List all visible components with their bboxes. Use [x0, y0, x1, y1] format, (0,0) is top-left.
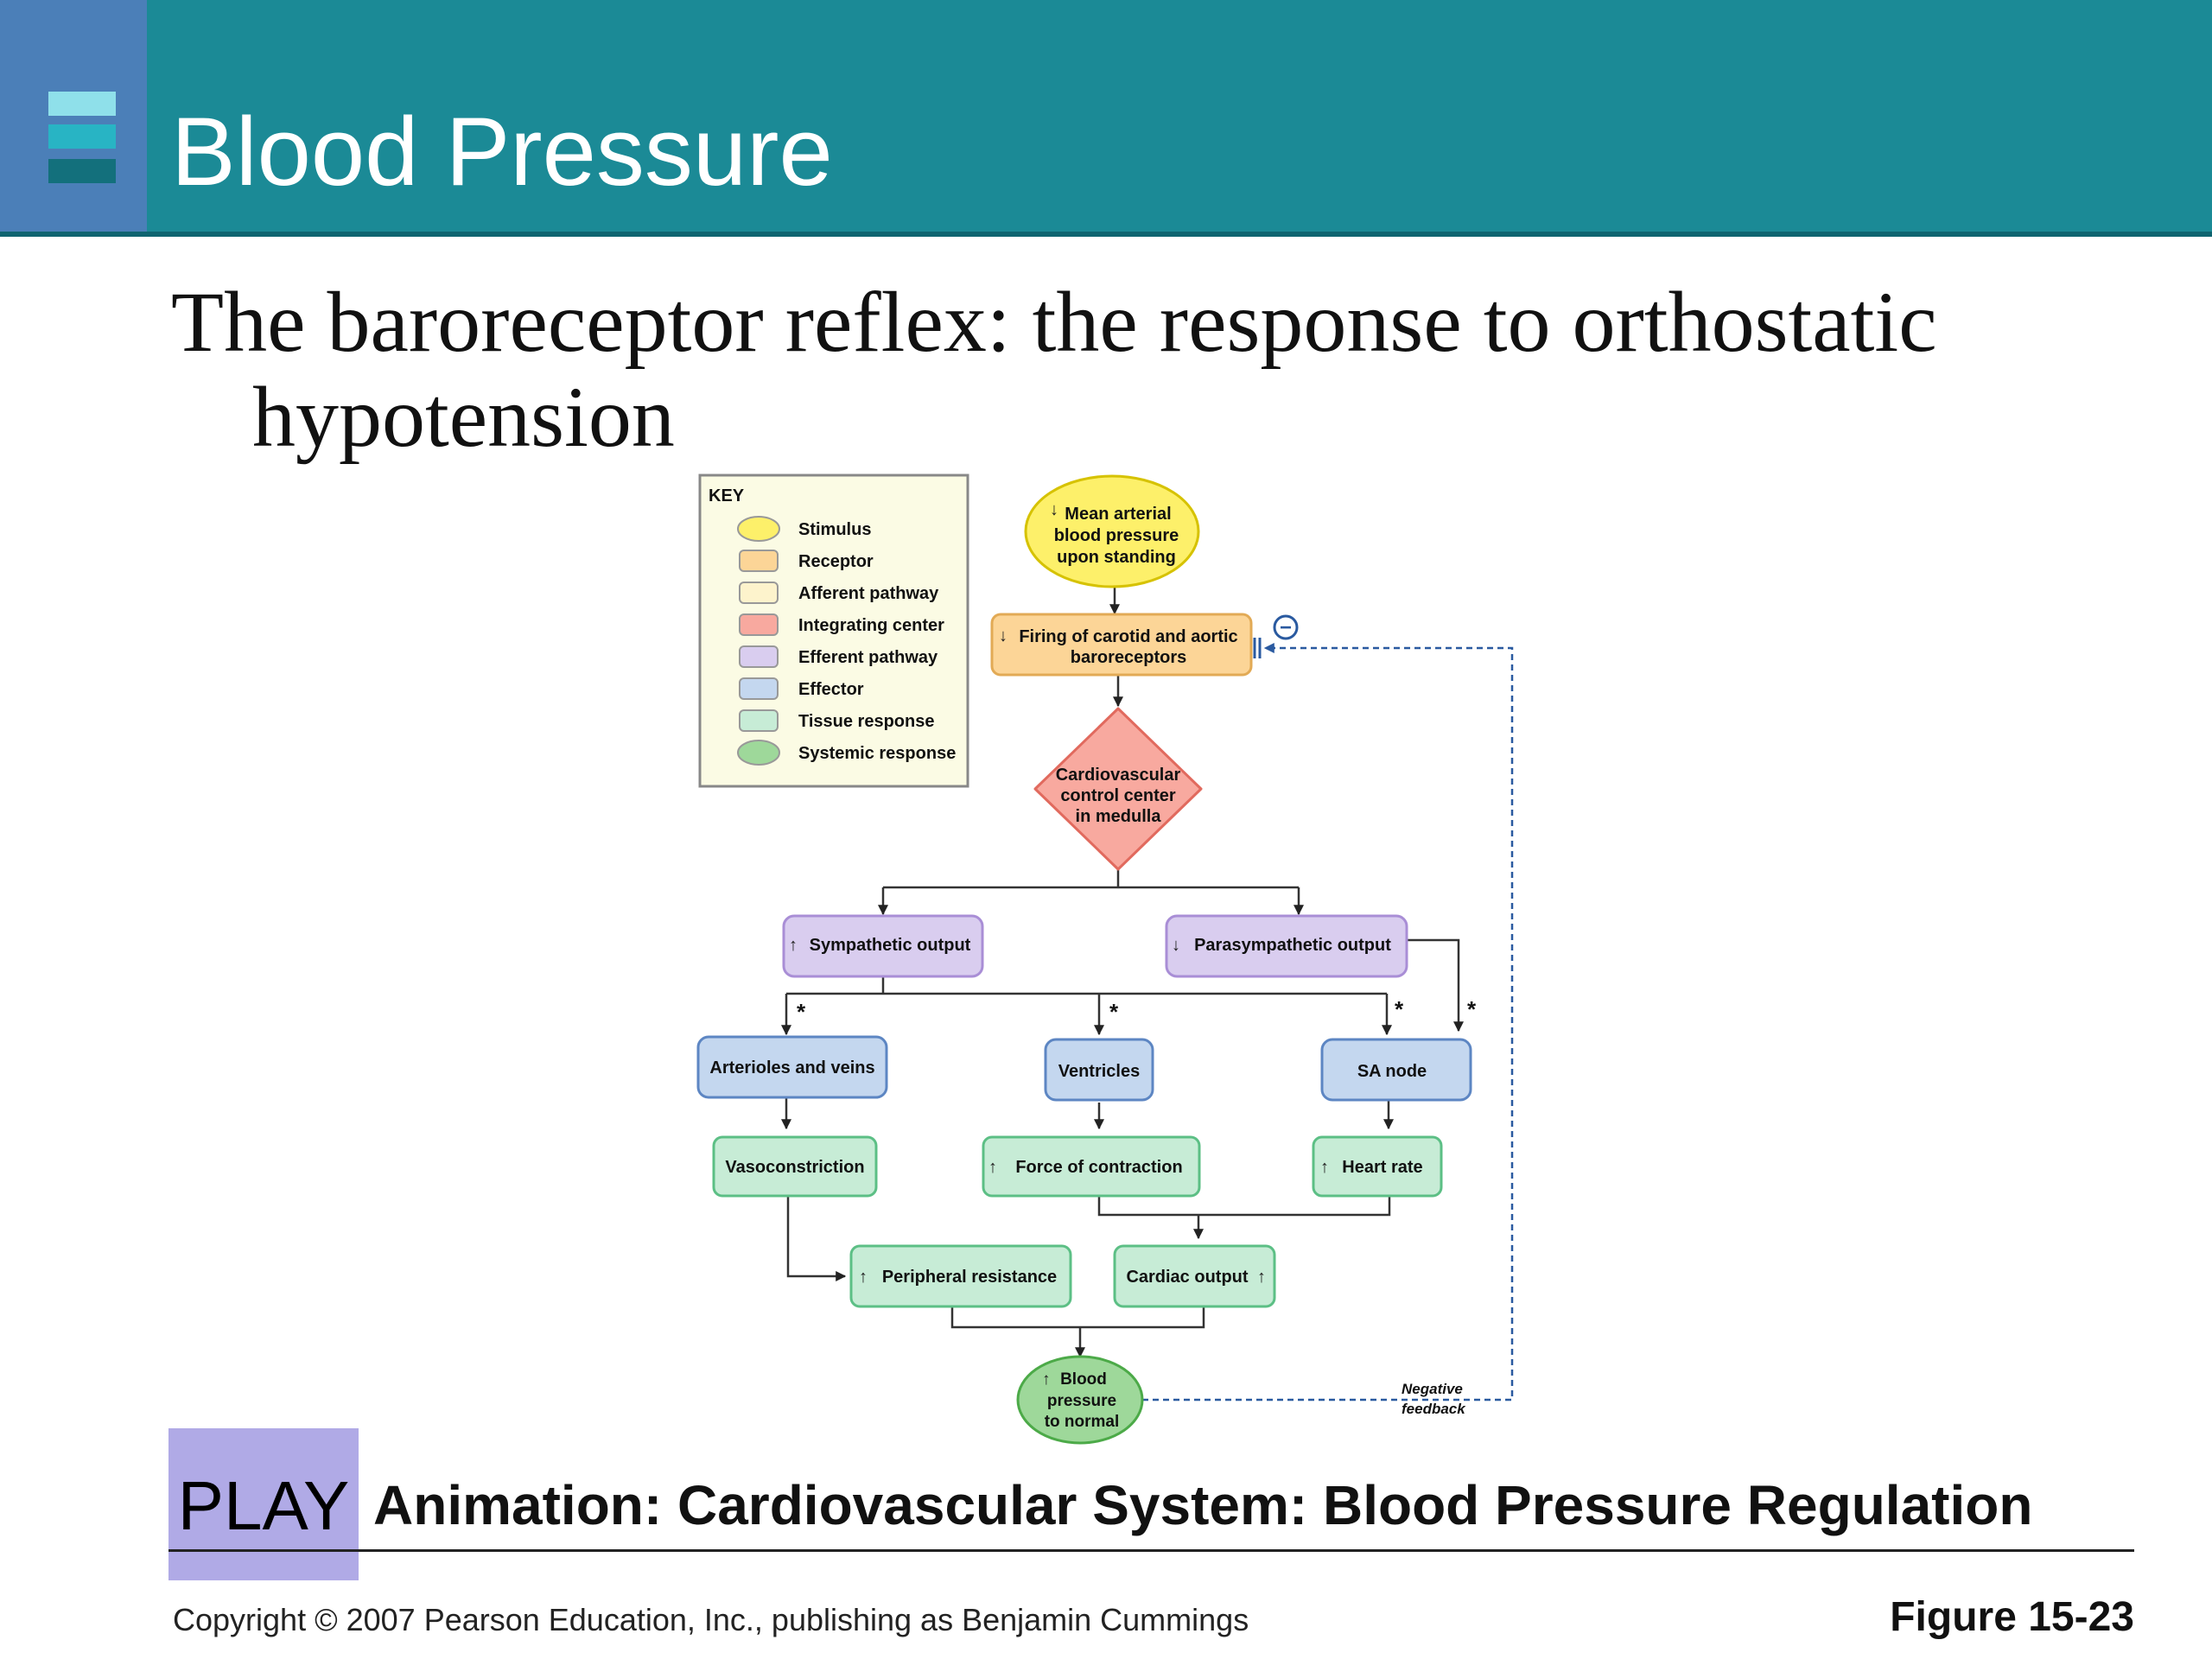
force-label: Force of contraction — [1015, 1158, 1182, 1177]
integrating-center-node: Cardiovascular control center in medulla — [1033, 707, 1203, 871]
stimulus-line-2: blood pressure — [1054, 526, 1179, 545]
minus-sign: − — [1280, 616, 1292, 639]
play-button-label: PLAY — [177, 1467, 350, 1544]
systemic-line-2: pressure — [1047, 1392, 1116, 1410]
copyright-text: Copyright © 2007 Pearson Education, Inc.… — [173, 1602, 1249, 1637]
subtitle-line-1: The baroreceptor reflex: the response to… — [171, 274, 1937, 370]
systemic-response-node: ↑ Blood pressure to normal — [1016, 1355, 1144, 1445]
integrating-line-3: in medulla — [1076, 807, 1162, 826]
key-swatch — [739, 550, 779, 572]
up-arrow-icon: ↑ — [1042, 1370, 1051, 1389]
parasympathetic-label: Parasympathetic output — [1194, 936, 1391, 955]
animation-link[interactable]: Animation: Cardiovascular System: Blood … — [373, 1474, 2033, 1536]
key-swatch — [739, 677, 779, 700]
key-item-label: Receptor — [798, 552, 874, 571]
systemic-line-3: to normal — [1045, 1413, 1120, 1431]
receptor-line-2: baroreceptors — [1071, 648, 1187, 667]
key-item-label: Effector — [798, 680, 864, 699]
down-arrow-icon: ↓ — [999, 626, 1007, 645]
stimulus-line-3: upon standing — [1057, 548, 1176, 567]
integrating-line-1: Cardiovascular — [1056, 766, 1181, 785]
cardiac-output-label: Cardiac output — [1126, 1268, 1248, 1287]
integrating-line-2: control center — [1060, 786, 1176, 805]
up-arrow-icon: ↑ — [1320, 1158, 1329, 1177]
play-button[interactable]: PLAY — [168, 1428, 359, 1580]
down-arrow-icon: ↓ — [1172, 936, 1180, 955]
arterioles-node: Arterioles and veins — [696, 1035, 888, 1099]
key-item-label: Tissue response — [798, 712, 934, 731]
asterisk-ventricles: * — [1109, 999, 1119, 1025]
key-swatch — [739, 613, 779, 636]
receptor-node: ↓ Firing of carotid and aortic barorecep… — [990, 613, 1253, 677]
negative-feedback-label-2: feedback — [1402, 1401, 1466, 1417]
header-rule — [0, 232, 2212, 237]
figure-number: Figure 15-23 — [1890, 1594, 2134, 1640]
cardiac-output-node: Cardiac output ↑ — [1113, 1244, 1276, 1308]
parasympathetic-node: ↓ Parasympathetic output — [1165, 914, 1408, 978]
heart-rate-node: ↑ Heart rate — [1312, 1135, 1443, 1198]
heart-rate-label: Heart rate — [1342, 1158, 1422, 1177]
key-item-label: Afferent pathway — [798, 584, 939, 603]
ventricles-node: Ventricles — [1044, 1038, 1154, 1102]
key-swatch — [739, 709, 779, 732]
sympathetic-label: Sympathetic output — [810, 936, 971, 955]
receptor-line-1: Firing of carotid and aortic — [1019, 627, 1237, 646]
up-arrow-icon: ↑ — [789, 936, 798, 955]
key-title: KEY — [709, 486, 745, 505]
page-title: Blood Pressure — [171, 98, 833, 206]
key-swatch — [737, 516, 780, 542]
up-arrow-icon: ↑ — [1257, 1268, 1266, 1287]
key-swatch — [739, 645, 779, 668]
peripheral-label: Peripheral resistance — [882, 1268, 1057, 1287]
up-arrow-icon: ↑ — [859, 1268, 868, 1287]
key-swatch — [739, 582, 779, 604]
footer-rule — [168, 1549, 2134, 1552]
header-side-block — [0, 0, 147, 232]
down-arrow-icon: ↓ — [1050, 500, 1058, 519]
peripheral-resistance-node: ↑ Peripheral resistance — [849, 1244, 1072, 1308]
negative-feedback-label-1: Negative — [1402, 1381, 1463, 1397]
sympathetic-node: ↑ Sympathetic output — [782, 914, 984, 978]
asterisk-sa-node-sympathetic: * — [1395, 996, 1404, 1022]
vasoconstriction-node: Vasoconstriction — [712, 1135, 878, 1198]
key-item-label: Systemic response — [798, 744, 956, 763]
key-item-label: Efferent pathway — [798, 648, 938, 667]
sa-node-label: SA node — [1357, 1062, 1427, 1081]
header-band — [0, 0, 2212, 232]
ventricles-label: Ventricles — [1058, 1062, 1141, 1081]
up-arrow-icon: ↑ — [988, 1158, 997, 1177]
stimulus-line-1: Mean arterial — [1065, 505, 1171, 524]
sa-node-node: SA node — [1320, 1038, 1472, 1102]
key-item-label: Integrating center — [798, 616, 944, 635]
asterisk-arterioles: * — [797, 999, 806, 1025]
key-item-label: Stimulus — [798, 520, 871, 539]
slide-subtitle: The baroreceptor reflex: the response to… — [171, 275, 2072, 465]
force-of-contraction-node: ↑ Force of contraction — [982, 1135, 1201, 1198]
vasoconstriction-label: Vasoconstriction — [725, 1158, 864, 1177]
key-swatch — [737, 740, 780, 766]
subtitle-line-2: hypotension — [252, 369, 675, 465]
stimulus-node: ↓ Mean arterial blood pressure upon stan… — [1024, 474, 1200, 588]
asterisk-sa-node-parasympathetic: * — [1467, 996, 1477, 1022]
arterioles-label: Arterioles and veins — [709, 1058, 874, 1077]
systemic-line-1: Blood — [1060, 1370, 1107, 1389]
